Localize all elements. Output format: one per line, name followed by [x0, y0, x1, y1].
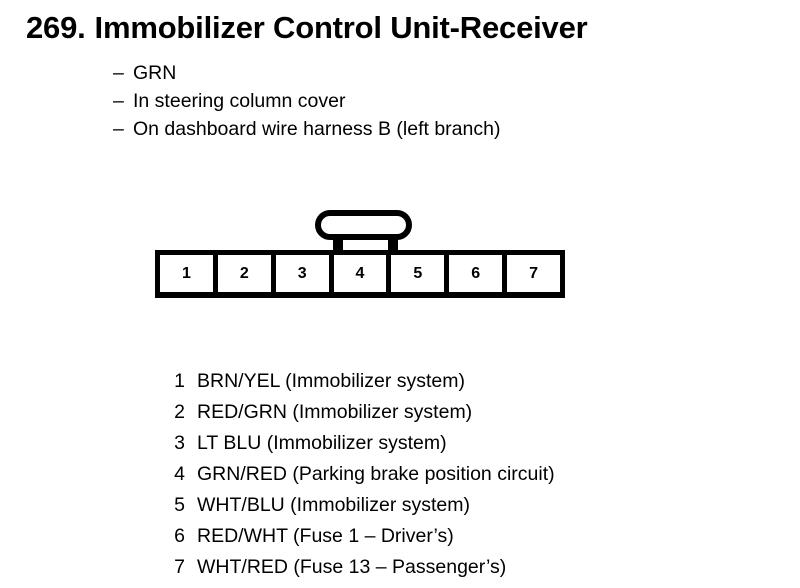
connector-pin-3: 3	[275, 255, 329, 292]
pin-list-description: GRN/RED (Parking brake position circuit)	[197, 463, 555, 485]
connector-latch-leg-left	[333, 234, 343, 250]
pin-list-item: 2 RED/GRN (Immobilizer system)	[165, 397, 555, 428]
note-item: – In steering column cover	[113, 87, 500, 115]
connector-diagram: 1 2 3 4 5 6 7	[155, 208, 567, 300]
entry-title: Immobilizer Control Unit-Receiver	[94, 10, 588, 45]
note-text: In steering column cover	[133, 90, 346, 112]
pin-list-description: WHT/BLU (Immobilizer system)	[197, 494, 471, 516]
connector-pin-1: 1	[160, 255, 213, 292]
pin-list-item: 3 LT BLU (Immobilizer system)	[165, 428, 555, 459]
dash-icon: –	[113, 118, 124, 140]
pin-list-description: BRN/YEL (Immobilizer system)	[197, 370, 465, 392]
connector-housing: 1 2 3 4 5 6 7	[155, 250, 565, 298]
pin-list-number: 6	[174, 525, 185, 547]
connector-latch-leg-right	[388, 234, 398, 250]
note-text: GRN	[133, 62, 177, 84]
connector-pin-7: 7	[507, 255, 561, 292]
note-text: On dashboard wire harness B (left branch…	[133, 118, 501, 140]
dash-icon: –	[113, 62, 124, 84]
pin-list-number: 4	[174, 463, 185, 485]
pin-list-item: 5 WHT/BLU (Immobilizer system)	[165, 490, 555, 521]
note-item: – On dashboard wire harness B (left bran…	[113, 115, 500, 143]
pin-list-item: 6 RED/WHT (Fuse 1 – Driver’s)	[165, 521, 555, 552]
page-title: 269.Immobilizer Control Unit-Receiver	[26, 9, 588, 47]
pin-list-description: RED/WHT (Fuse 1 – Driver’s)	[197, 525, 454, 547]
pin-list-description: RED/GRN (Immobilizer system)	[197, 401, 473, 423]
connector-pin-4: 4	[333, 255, 387, 292]
pin-list-item: 7 WHT/RED (Fuse 13 – Passenger’s)	[165, 552, 555, 583]
pin-list-number: 1	[174, 370, 185, 392]
notes-list: – GRN – In steering column cover – On da…	[113, 59, 500, 143]
entry-number: 269.	[26, 10, 86, 45]
pin-description-list: 1 BRN/YEL (Immobilizer system) 2 RED/GRN…	[165, 366, 555, 583]
pin-list-number: 5	[174, 494, 185, 516]
pin-list-item: 4 GRN/RED (Parking brake position circui…	[165, 459, 555, 490]
connector-pin-2: 2	[217, 255, 271, 292]
dash-icon: –	[113, 90, 124, 112]
pin-list-item: 1 BRN/YEL (Immobilizer system)	[165, 366, 555, 397]
pin-list-description: LT BLU (Immobilizer system)	[197, 432, 447, 454]
pin-list-number: 2	[174, 401, 185, 423]
pin-list-number: 3	[174, 432, 185, 454]
pin-list-number: 7	[174, 556, 185, 578]
connector-latch-tab-icon	[315, 210, 412, 240]
pin-list-description: WHT/RED (Fuse 13 – Passenger’s)	[197, 556, 507, 578]
connector-pin-5: 5	[391, 255, 445, 292]
note-item: – GRN	[113, 59, 500, 87]
connector-pin-6: 6	[449, 255, 503, 292]
